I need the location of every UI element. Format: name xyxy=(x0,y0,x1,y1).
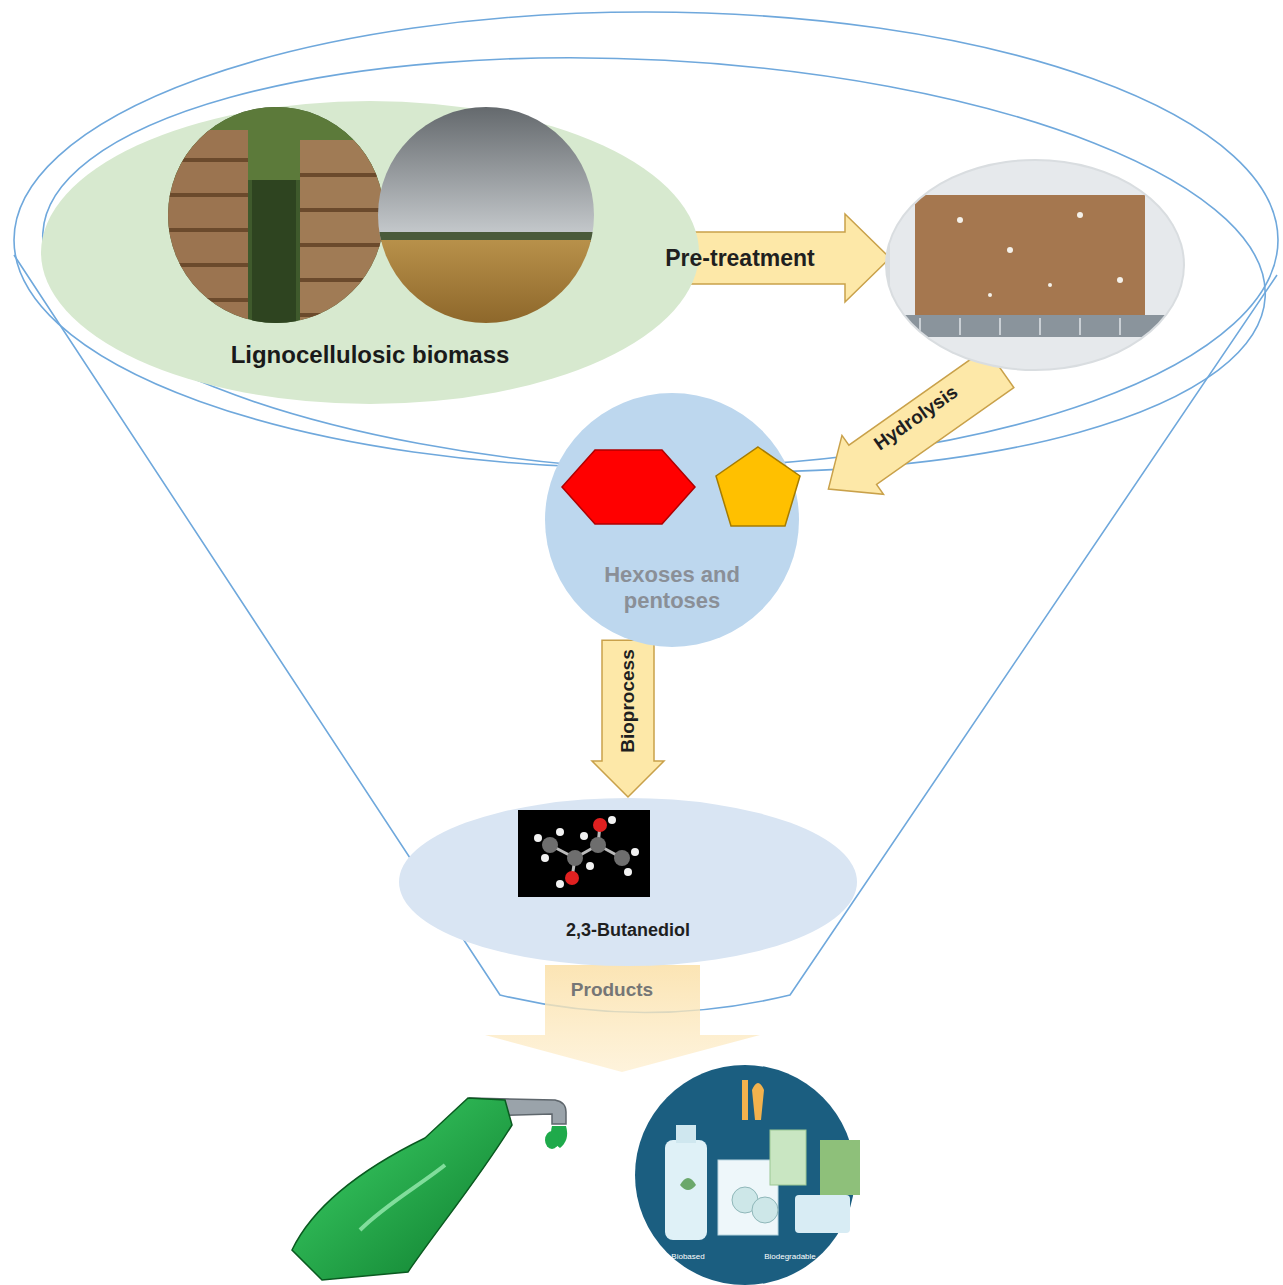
shape-fill xyxy=(399,798,857,966)
arrow-label: Hydrolysis xyxy=(870,381,962,455)
block-arrow xyxy=(808,339,1021,519)
arrow-label: Products xyxy=(571,979,653,1001)
shape-fill xyxy=(545,393,799,647)
molecule-image xyxy=(518,810,650,897)
shape-outline xyxy=(398,797,858,967)
bioproducts-icon xyxy=(635,1065,860,1285)
product-ellipse: 2,3-Butanediol xyxy=(398,797,858,967)
sugars-circle: Hexoses and pentoses xyxy=(544,392,800,648)
text-holder: Hexoses and pentoses xyxy=(544,392,800,648)
arrow-label: Bioprocess xyxy=(617,649,639,752)
text-holder: Lignocellulosic biomass xyxy=(40,100,700,405)
biomass-ellipse: Lignocellulosic biomass xyxy=(40,100,700,405)
node-text: Hexoses and pentoses xyxy=(577,562,767,614)
arrow-label: Pre-treatment xyxy=(665,245,815,272)
wood-photo xyxy=(160,100,400,340)
field-photo xyxy=(370,100,610,330)
block-arrow xyxy=(592,640,664,797)
block-arrow xyxy=(485,965,760,1072)
icon-caption: Biodegradable xyxy=(764,1252,816,1261)
icon-caption: Biobased xyxy=(671,1252,704,1261)
sugar-shapes xyxy=(562,447,800,526)
pretreated-biomass-photo xyxy=(885,159,1190,371)
shape-fill xyxy=(41,101,699,404)
fuel-nozzle-icon xyxy=(292,1098,567,1280)
funnel-outline xyxy=(14,12,1278,1013)
text-holder: 2,3-Butanediol xyxy=(398,797,858,967)
node-text: 2,3-Butanediol xyxy=(566,920,690,941)
node-text: Lignocellulosic biomass xyxy=(231,341,510,369)
